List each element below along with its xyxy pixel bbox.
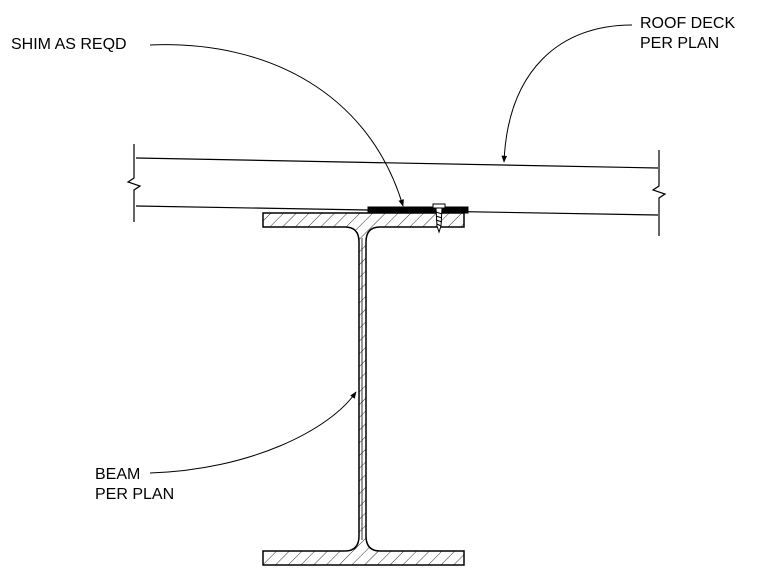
- shim-callout-line-1: SHIM AS REQD: [11, 36, 127, 53]
- roof-deck-left-break-line: [126, 144, 142, 222]
- roof-deck-callout-line-2: PER PLAN: [640, 35, 720, 52]
- beam-callout-line-2: PER PLAN: [95, 486, 175, 503]
- shim-leader-line: [149, 44, 404, 207]
- steel-beam: [262, 212, 465, 566]
- roof-deck-leader-line: [501, 24, 633, 163]
- beam-callout-line-1: BEAM: [95, 466, 141, 483]
- roof-deck-top-edge: [135, 157, 659, 169]
- roof-deck-right-break-line: [651, 150, 667, 236]
- beam-section-outline: [262, 212, 465, 566]
- shim-plate: [367, 206, 469, 214]
- beam-leader-line: [149, 391, 357, 474]
- beam-callout-label: BEAM PER PLAN: [95, 465, 174, 505]
- roof-deck-callout-label: ROOF DECK PER PLAN: [640, 14, 735, 54]
- screw-fastener: [432, 203, 446, 234]
- roof-deck-callout-line-1: ROOF DECK: [640, 15, 736, 32]
- shim-callout-label: SHIM AS REQD: [11, 35, 127, 55]
